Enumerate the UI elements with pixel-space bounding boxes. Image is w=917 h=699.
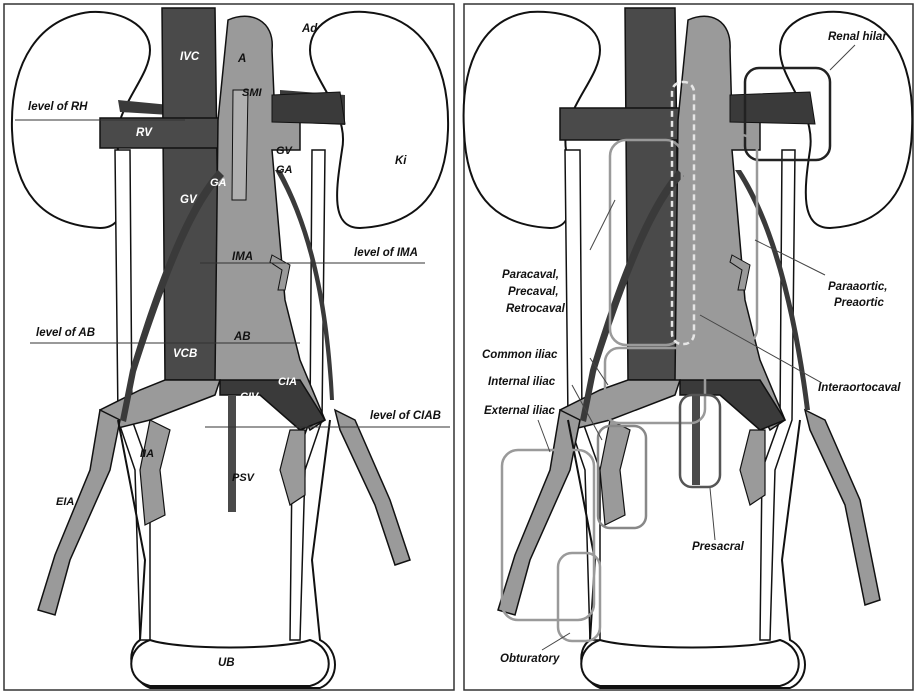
ga-right-label: GA — [210, 177, 227, 189]
internal-iliac-label: Internal iliac — [488, 376, 556, 388]
level-rh-label: level of RH — [28, 101, 88, 113]
kidney-label: Ki — [395, 155, 407, 167]
left-renal-vein-shape — [730, 92, 815, 124]
interaortocaval-label: Interaortocaval — [818, 382, 901, 394]
paraaortic-label-2: Preaortic — [834, 297, 884, 309]
region-map-panel: Renal hilar Paracaval, Precaval, Retroca… — [460, 0, 917, 694]
common-iliac-label: Common iliac — [482, 349, 558, 361]
civ-label: CIV — [240, 391, 260, 403]
vcb-label: VCB — [173, 348, 197, 360]
smi-label: SMI — [242, 87, 263, 99]
left-renal-vein-over-aorta — [272, 92, 345, 124]
cia-label: CIA — [278, 376, 297, 388]
ga-left-label: GA — [276, 164, 293, 176]
ub-shape — [581, 640, 799, 686]
ab-label: AB — [233, 331, 251, 343]
aorta-label: A — [237, 53, 246, 65]
paracaval-label-3: Retrocaval — [506, 303, 566, 315]
gv-left-label: GV — [276, 145, 294, 157]
paraaortic-label-1: Paraaortic, — [828, 281, 887, 293]
gv-right-label: GV — [180, 194, 198, 206]
eia-label: EIA — [56, 496, 74, 508]
sma-shape — [232, 90, 248, 200]
anatomy-diagram-right: Renal hilar Paracaval, Precaval, Retroca… — [460, 0, 917, 694]
paracaval-label-1: Paracaval, — [502, 269, 559, 281]
level-ab-label: level of AB — [36, 327, 95, 339]
renal-vein-shape — [100, 118, 225, 148]
obturatory-label: Obturatory — [500, 653, 560, 665]
paracaval-label-2: Precaval, — [508, 286, 559, 298]
level-ima-label: level of IMA — [354, 247, 418, 259]
presacral-vein-shape — [228, 395, 236, 512]
renal-vein-shape — [560, 108, 685, 140]
psv-label: PSV — [232, 472, 256, 484]
presacral-vein-shape — [692, 395, 700, 485]
adrenal-label: Ad — [301, 23, 318, 35]
presacral-label: Presacral — [692, 541, 745, 553]
anatomy-diagram-left: IVC A Ad SMI RV U GV GA GV GA Ki IMA AB … — [0, 0, 458, 694]
external-iliac-label: External iliac — [484, 405, 556, 417]
labeled-anatomy-panel: IVC A Ad SMI RV U GV GA GV GA Ki IMA AB … — [0, 0, 458, 694]
ivc-label: IVC — [180, 51, 200, 63]
ub-label: UB — [218, 657, 235, 669]
renal-hilar-label: Renal hilar — [828, 31, 887, 43]
iia-label: IIA — [140, 448, 154, 460]
ureter-label: U — [118, 154, 127, 166]
level-ciab-label: level of CIAB — [370, 410, 441, 422]
ima-label: IMA — [232, 251, 253, 263]
rv-label: RV — [136, 127, 153, 139]
